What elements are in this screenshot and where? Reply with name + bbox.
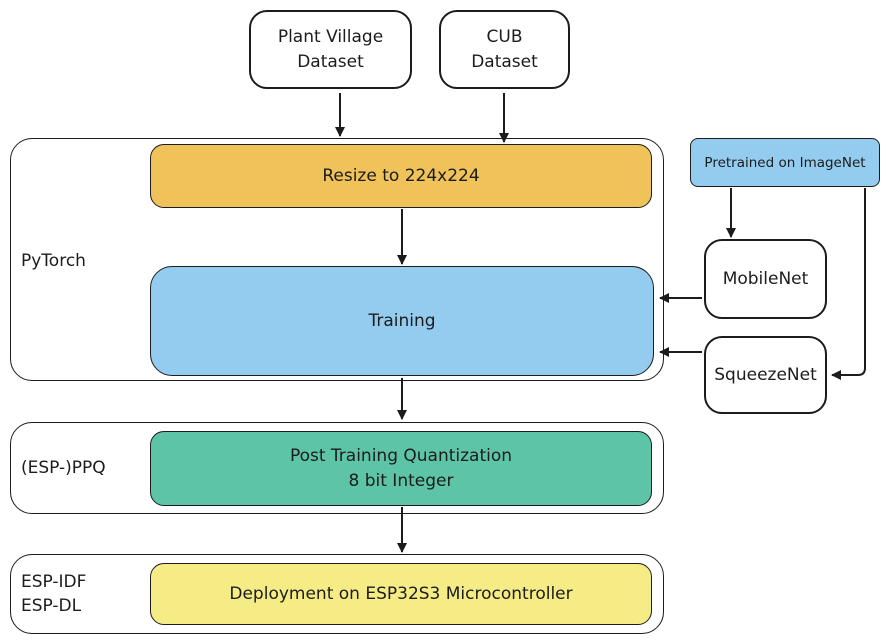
training-step-node: Training <box>150 266 654 376</box>
mobilenet-node: MobileNet <box>704 239 827 319</box>
ppq-group-label: (ESP-)PPQ <box>21 458 106 478</box>
cub-dataset-node: CUB Dataset <box>439 10 570 89</box>
cub-dataset-label: CUB Dataset <box>471 26 538 72</box>
quantization-step-node: Post Training Quantization 8 bit Integer <box>150 431 652 506</box>
quantization-step-label: Post Training Quantization 8 bit Integer <box>289 445 513 491</box>
squeezenet-node: SqueezeNet <box>704 336 827 414</box>
deployment-step-label: Deployment on ESP32S3 Microcontroller <box>229 583 573 604</box>
pretrained-imagenet-label: Pretrained on ImageNet <box>704 154 866 171</box>
arrow-pretrained-to-squeezenet <box>831 188 866 380</box>
deployment-step-node: Deployment on ESP32S3 Microcontroller <box>150 563 652 625</box>
pytorch-group-label: PyTorch <box>21 251 86 271</box>
plant-village-dataset-label: Plant Village Dataset <box>277 26 384 72</box>
esp-group-label: ESP-IDF ESP-DL <box>21 572 87 616</box>
plant-village-dataset-node: Plant Village Dataset <box>249 10 412 89</box>
mobilenet-label: MobileNet <box>722 268 809 289</box>
resize-step-label: Resize to 224x224 <box>322 165 480 186</box>
training-step-label: Training <box>368 310 436 331</box>
squeezenet-label: SqueezeNet <box>714 364 817 385</box>
pretrained-imagenet-node: Pretrained on ImageNet <box>690 138 880 187</box>
resize-step-node: Resize to 224x224 <box>150 144 652 208</box>
